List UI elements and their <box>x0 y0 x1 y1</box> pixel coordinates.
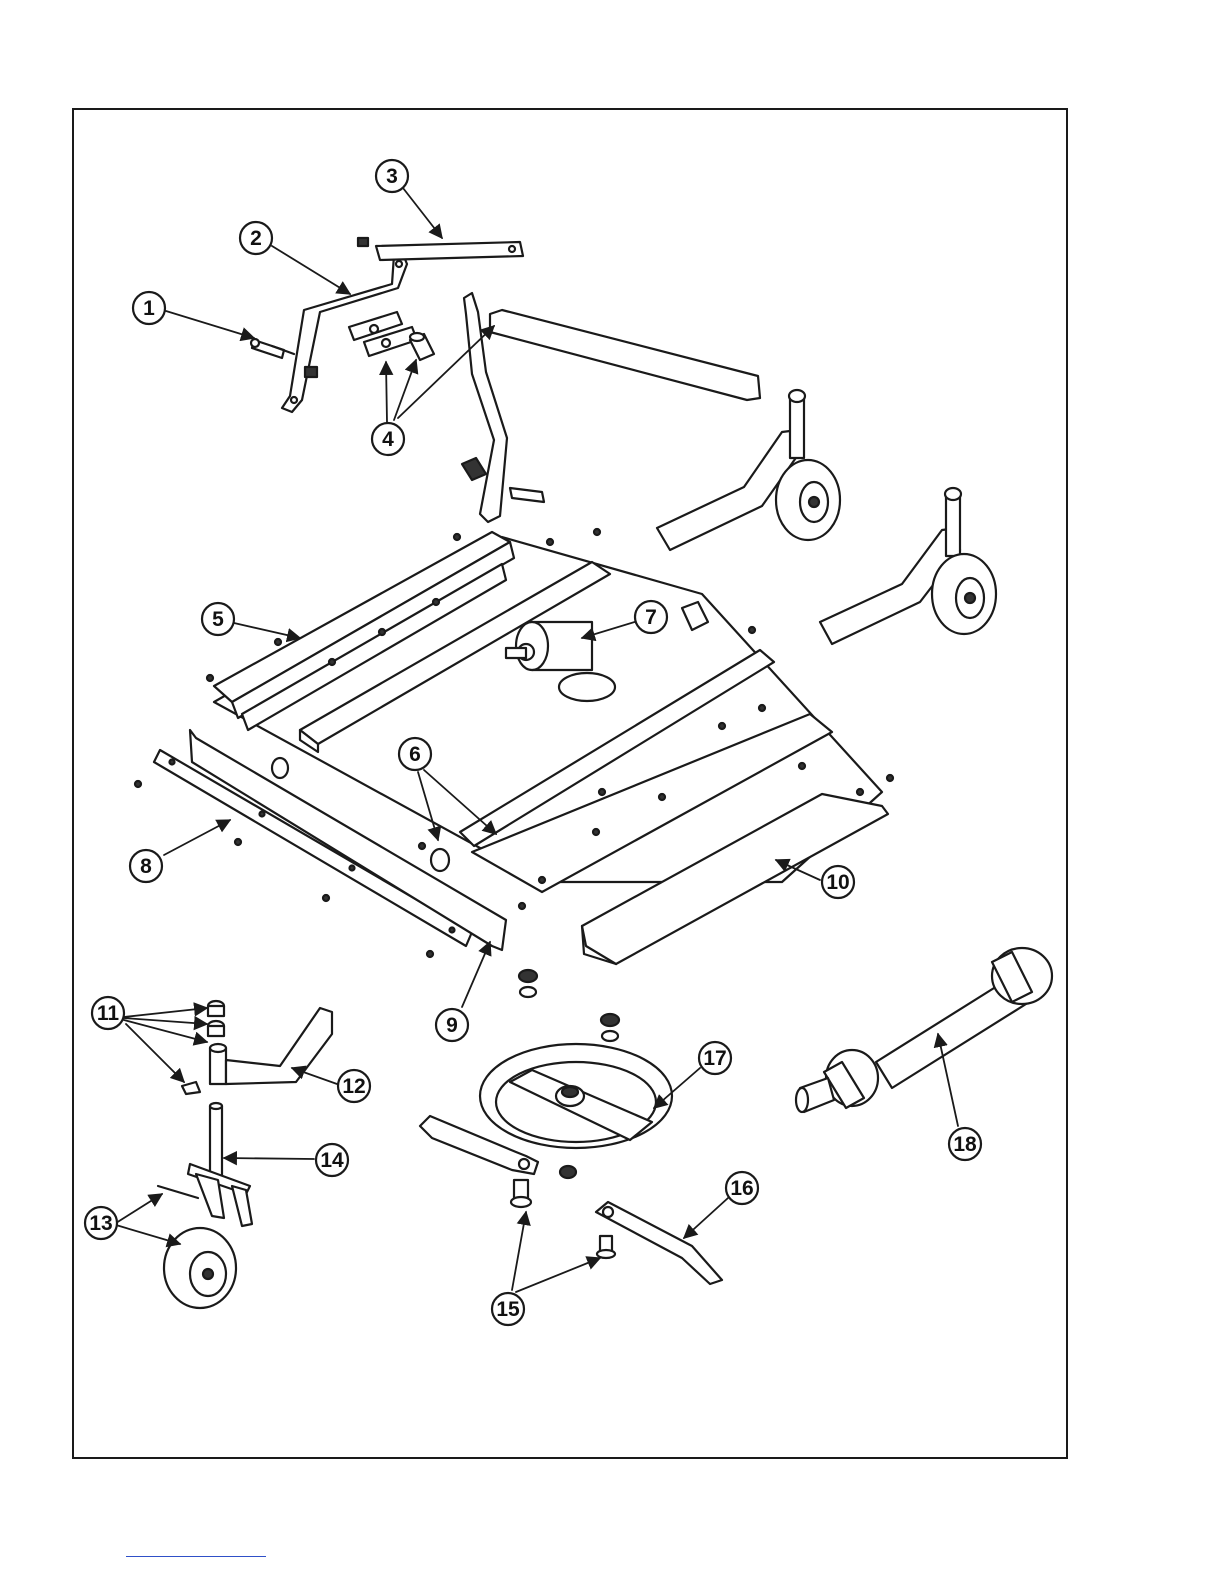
callout-label: 3 <box>386 165 398 188</box>
callout-3: 3 <box>376 160 408 192</box>
callout-label: 14 <box>320 1149 344 1172</box>
caster-arm-part <box>210 1008 332 1084</box>
callout-label: 8 <box>140 855 152 878</box>
callout-5: 5 <box>202 603 234 635</box>
callout-label: 12 <box>342 1075 365 1098</box>
callout-label: 16 <box>730 1177 753 1200</box>
callout-17: 17 <box>699 1042 731 1074</box>
blade-right-part <box>596 1202 722 1284</box>
hardware-stack-part <box>519 970 619 1041</box>
callout-label: 1 <box>143 297 155 320</box>
callout-1: 1 <box>133 292 165 324</box>
callout-18: 18 <box>949 1128 981 1160</box>
callout-label: 2 <box>250 227 262 250</box>
callout-10: 10 <box>822 866 854 898</box>
a-frame-mast-part <box>462 293 760 522</box>
brace-strap-part <box>358 238 523 260</box>
callout-12: 12 <box>338 1070 370 1102</box>
deck-part <box>135 529 893 957</box>
callout-7: 7 <box>635 601 667 633</box>
callout-11: 11 <box>92 997 124 1029</box>
blade-bolts-part <box>511 1180 615 1258</box>
callout-label: 17 <box>703 1047 726 1070</box>
callout-9: 9 <box>436 1009 468 1041</box>
callout-label: 10 <box>826 871 849 894</box>
callout-label: 4 <box>382 428 394 451</box>
callout-label: 18 <box>953 1133 977 1156</box>
callout-13: 13 <box>85 1207 117 1239</box>
callout-8: 8 <box>130 850 162 882</box>
callout-2: 2 <box>240 222 272 254</box>
callout-label: 15 <box>496 1298 520 1321</box>
callout-label: 11 <box>97 1002 120 1025</box>
callout-14: 14 <box>316 1144 348 1176</box>
caster-fork-part <box>158 1103 252 1226</box>
footer-link-underline[interactable] <box>126 1556 266 1557</box>
callout-6: 6 <box>399 738 431 770</box>
caster-wheel-part <box>164 1228 236 1308</box>
hitch-plates-part <box>349 312 434 360</box>
callout-15: 15 <box>492 1293 524 1325</box>
callout-label: 9 <box>446 1014 458 1037</box>
callout-label: 13 <box>89 1212 112 1235</box>
pto-driveline-part <box>796 948 1052 1112</box>
rear-caster-left-part <box>657 390 840 550</box>
rear-caster-right-part <box>820 488 996 644</box>
callout-label: 6 <box>409 743 421 766</box>
pin-part <box>251 339 294 358</box>
callout-16: 16 <box>726 1172 758 1204</box>
callout-label: 7 <box>645 606 657 629</box>
callout-4: 4 <box>372 423 404 455</box>
a-frame-bracket-part <box>282 252 407 412</box>
callout-label: 5 <box>212 608 224 631</box>
